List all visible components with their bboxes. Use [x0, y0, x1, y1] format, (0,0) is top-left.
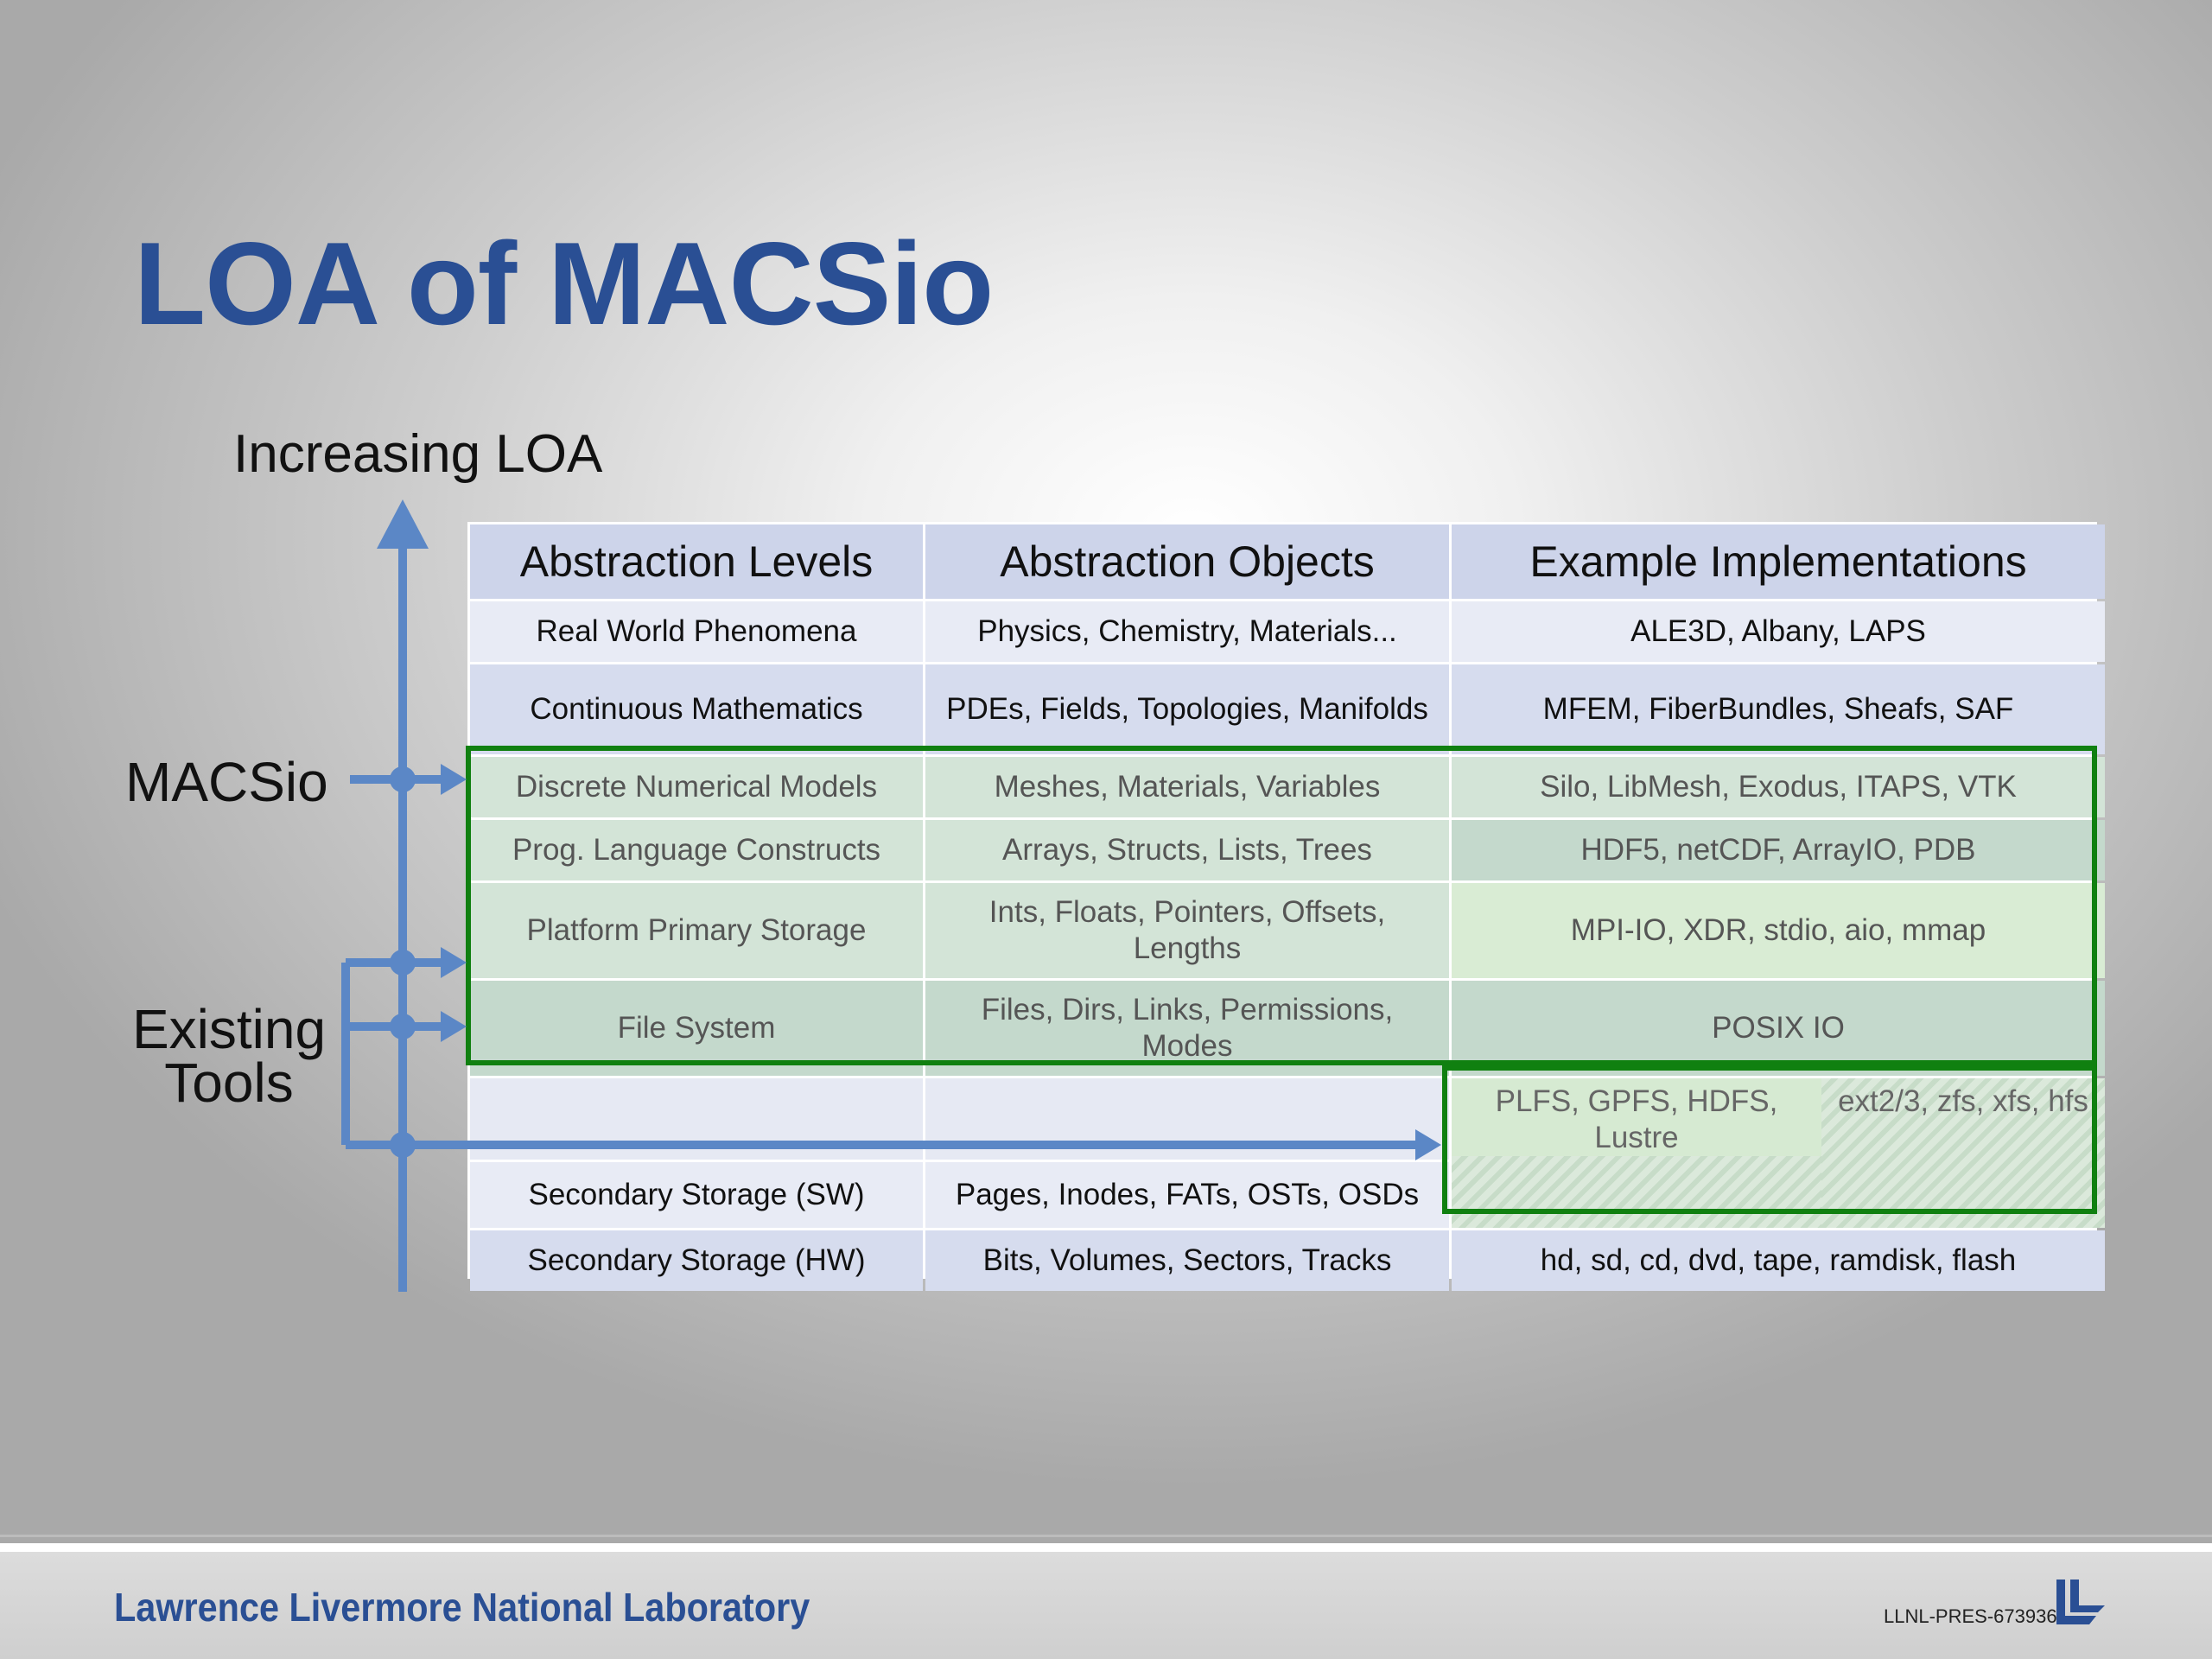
table-cell: Files, Dirs, Links, Permissions, Modes [925, 981, 1449, 1076]
hatched-region [1452, 1156, 1821, 1228]
existing-tools-label: Existing Tools [130, 998, 328, 1114]
table-cell: Prog. Language Constructs [470, 820, 923, 880]
table-cell: POSIX IO [1452, 981, 2105, 1076]
macsio-arrowhead [441, 764, 467, 795]
local-fs-impl: ext2/3, zfs, xfs, hfs [1821, 1078, 2105, 1228]
table-cell: File System [470, 981, 923, 1076]
table-cell: PDEs, Fields, Topologies, Manifolds [925, 664, 1449, 754]
macsio-node [390, 766, 416, 792]
footer-bar [0, 1543, 2212, 1659]
secondary-storage-sw-impl: PLFS, GPFS, HDFS, Lustre ext2/3, zfs, xf… [1452, 1078, 2105, 1228]
document-id: LLNL-PRES-673936 [1884, 1605, 2057, 1627]
tools-arrowhead-1 [441, 947, 467, 978]
table-cell: Silo, LibMesh, Exodus, ITAPS, VTK [1452, 757, 2105, 817]
table-cell: Secondary Storage (HW) [470, 1230, 923, 1291]
footer-rule [0, 1535, 2212, 1537]
table-cell: MFEM, FiberBundles, Sheafs, SAF [1452, 664, 2105, 754]
table-cell: Platform Primary Storage [470, 883, 923, 978]
table-cell: Secondary Storage (SW) [470, 1162, 923, 1228]
table-cell: Continuous Mathematics [470, 664, 923, 754]
tools-arrowhead-2 [441, 1011, 467, 1042]
parallel-fs-impl: PLFS, GPFS, HDFS, Lustre [1452, 1078, 1821, 1156]
table-cell: Real World Phenomena [470, 601, 923, 662]
llnl-logo-icon [2056, 1580, 2105, 1624]
increasing-loa-label: Increasing LOA [233, 424, 603, 484]
loa-axis-arrowhead [377, 499, 429, 549]
tools-node-2 [390, 1014, 416, 1039]
tools-node-3 [390, 1132, 416, 1158]
tools-arrowhead-3 [1415, 1129, 1441, 1160]
table-cell: MPI-IO, XDR, stdio, aio, mmap [1452, 883, 2105, 978]
header-abstraction-objects: Abstraction Objects [925, 524, 1449, 599]
tools-node-1 [390, 950, 416, 976]
table-cell: Ints, Floats, Pointers, Offsets, Lengths [925, 883, 1449, 978]
existing-tools-line-1: Existing [131, 998, 327, 1060]
loa-table: Abstraction Levels Abstraction Objects E… [467, 522, 2105, 1291]
table-cell: Arrays, Structs, Lists, Trees [925, 820, 1449, 880]
table-cell: Discrete Numerical Models [470, 757, 923, 817]
macsio-label: MACSio [125, 751, 328, 813]
slide-title: LOA of MACSio [134, 218, 994, 349]
existing-tools-line-2: Tools [164, 1052, 294, 1114]
table-cell: ALE3D, Albany, LAPS [1452, 601, 2105, 662]
lab-name: Lawrence Livermore National Laboratory [114, 1585, 810, 1630]
table-cell: Pages, Inodes, FATs, OSTs, OSDs [925, 1162, 1449, 1228]
header-example-implementations: Example Implementations [1452, 524, 2105, 599]
table-cell: Physics, Chemistry, Materials... [925, 601, 1449, 662]
header-abstraction-levels: Abstraction Levels [470, 524, 923, 599]
table-cell: hd, sd, cd, dvd, tape, ramdisk, flash [1452, 1230, 2105, 1291]
table-cell: Bits, Volumes, Sectors, Tracks [925, 1230, 1449, 1291]
table-cell: Meshes, Materials, Variables [925, 757, 1449, 817]
table-cell: HDF5, netCDF, ArrayIO, PDB [1452, 820, 2105, 880]
